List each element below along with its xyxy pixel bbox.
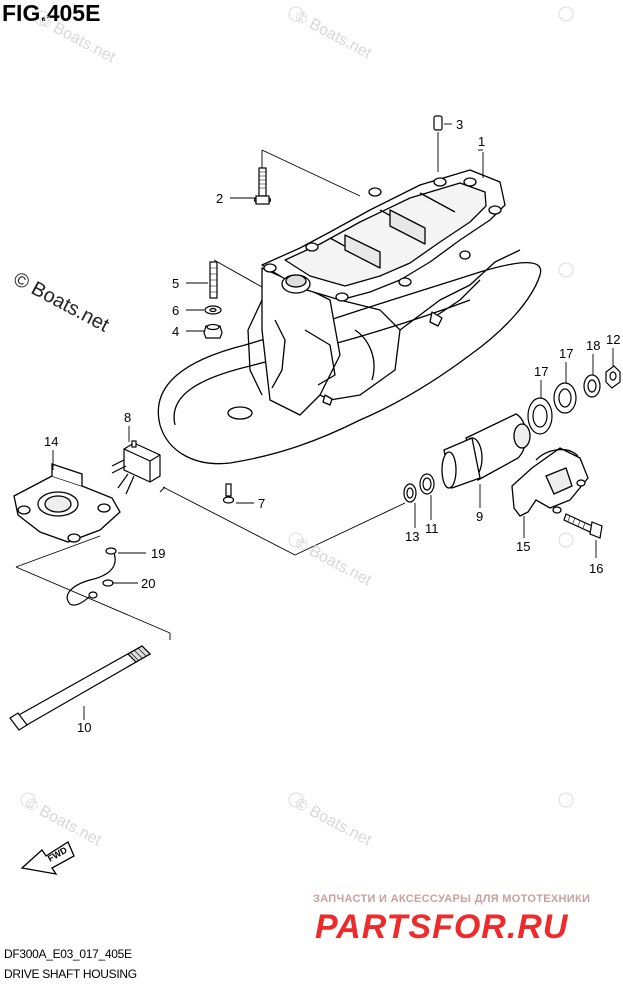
dowel-pin-3 xyxy=(433,115,443,131)
screw-7 xyxy=(222,483,235,504)
seal-17a xyxy=(527,397,553,435)
shop-logo: PARTSFOR.RU xyxy=(315,908,569,946)
bearing-housing-9 xyxy=(441,413,531,489)
callout-3: 3 xyxy=(456,117,463,132)
sensor-8 xyxy=(111,440,161,495)
callout-6: 6 xyxy=(172,303,179,318)
figure-title: FIG.405E xyxy=(2,0,101,26)
callout-19: 19 xyxy=(151,546,165,561)
callout-9: 9 xyxy=(476,509,483,524)
callout-17a: 17 xyxy=(534,364,548,379)
bolt-16 xyxy=(563,513,603,539)
callout-16: 16 xyxy=(589,561,603,576)
callout-2: 2 xyxy=(216,191,223,206)
drive-shaft-housing xyxy=(157,169,542,465)
ground-wire-19-20 xyxy=(66,547,117,606)
figure-name: DRIVE SHAFT HOUSING xyxy=(4,967,137,981)
callout-20: 20 xyxy=(141,576,155,591)
assembly-lines xyxy=(15,132,484,640)
callout-8: 8 xyxy=(124,410,131,425)
callout-13: 13 xyxy=(405,529,419,544)
seal-17b xyxy=(553,382,577,414)
washer-11 xyxy=(419,473,435,495)
washer-13 xyxy=(403,483,417,503)
leader-lines xyxy=(52,123,614,720)
callout-10: 10 xyxy=(77,720,91,735)
figure-code: DF300A_E03_017_405E xyxy=(4,947,132,961)
fwd-arrow-icon: FWD xyxy=(20,841,75,875)
callout-4: 4 xyxy=(172,324,179,339)
callout-14: 14 xyxy=(44,434,58,449)
clamp-bracket-14 xyxy=(13,463,121,543)
stud-bolt-2 xyxy=(253,167,272,205)
callout-15: 15 xyxy=(516,539,530,554)
callout-11: 11 xyxy=(425,521,439,536)
callout-18: 18 xyxy=(586,338,600,353)
callout-1: 1 xyxy=(478,134,485,149)
callout-17b: 17 xyxy=(559,346,573,361)
callouts: 1 2 3 4 5 6 7 8 9 10 11 12 13 14 15 16 1… xyxy=(44,117,620,735)
callout-5: 5 xyxy=(172,276,179,291)
stud-5 xyxy=(209,261,218,299)
nut-12 xyxy=(605,365,621,389)
bracket-15 xyxy=(511,447,589,517)
washer-18 xyxy=(583,374,601,398)
bolt-10 xyxy=(9,645,151,731)
shop-tagline: ЗАПЧАСТИ И АКСЕССУАРЫ ДЛЯ МОТОТЕХНИКИ xyxy=(313,893,591,905)
watermark-marks xyxy=(20,6,574,808)
callout-7: 7 xyxy=(258,496,265,511)
nut-4 xyxy=(203,323,223,339)
callout-12: 12 xyxy=(606,332,620,347)
washer-6 xyxy=(204,305,222,315)
